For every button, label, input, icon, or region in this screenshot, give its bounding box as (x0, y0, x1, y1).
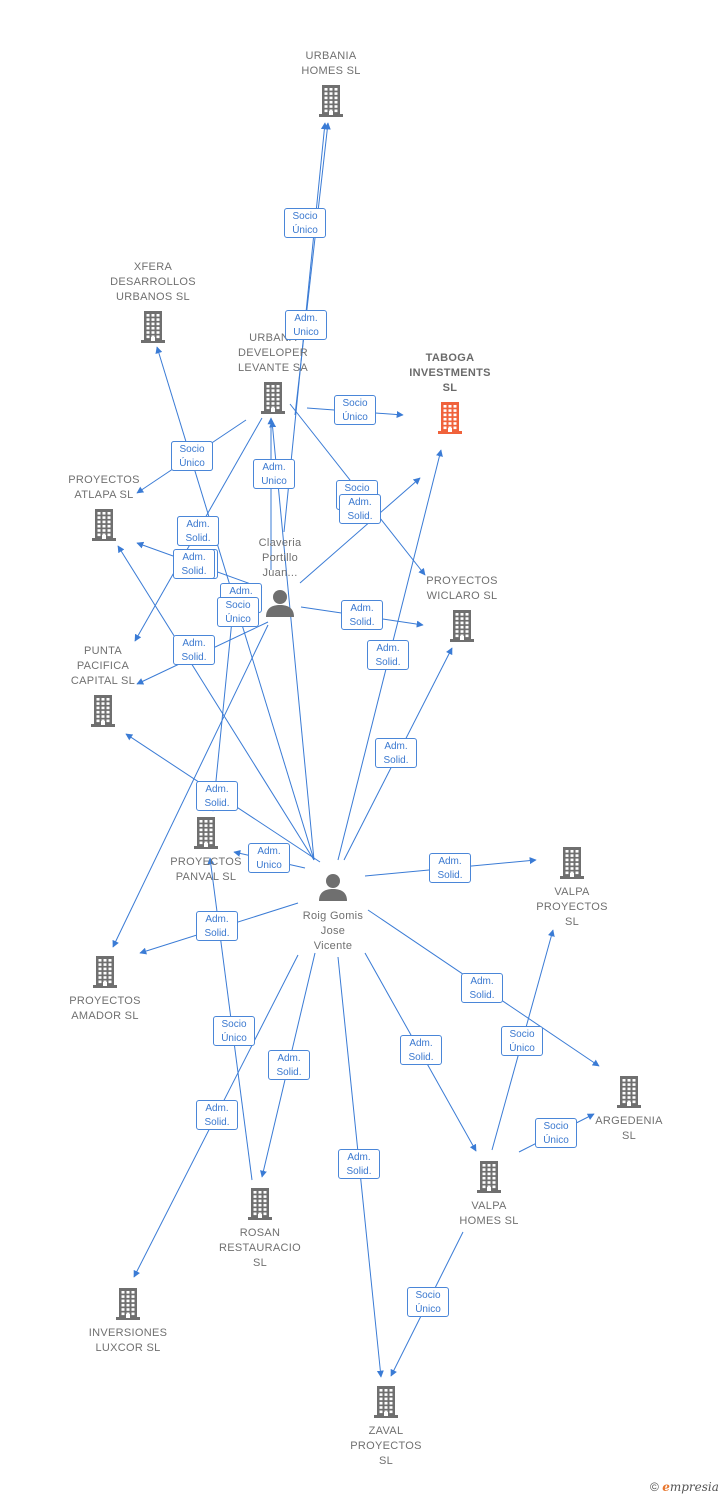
edge-roig-to-atlapa (117, 545, 315, 861)
relation-badge[interactable]: Adm. Solid. (429, 853, 471, 883)
relation-badge[interactable]: Adm. Unico (285, 310, 327, 340)
relation-badge[interactable]: Socio Único (407, 1287, 449, 1317)
node-label[interactable]: XFERA DESARROLLOS URBANOS SL (110, 261, 196, 303)
node-label[interactable]: ZAVAL PROYECTOS SL (350, 1425, 422, 1467)
node-label[interactable]: PROYECTOS AMADOR SL (69, 995, 141, 1022)
building-icon[interactable] (85, 693, 121, 729)
relation-badge[interactable]: Adm. Solid. (375, 738, 417, 768)
relation-badge[interactable]: Adm. Unico (253, 459, 295, 489)
building-icon[interactable] (188, 815, 224, 851)
node-label[interactable]: URBANA DEVELOPER LEVANTE SA (237, 332, 309, 374)
relation-badge[interactable]: Adm. Solid. (196, 781, 238, 811)
edge-roig-to-urbana (269, 420, 315, 861)
relation-badge[interactable]: Adm. Solid. (268, 1050, 310, 1080)
node-label[interactable]: VALPA PROYECTOS SL (536, 886, 608, 928)
building-icon[interactable] (471, 1159, 507, 1195)
node-label[interactable]: PUNTA PACIFICA CAPITAL SL (70, 645, 136, 687)
relation-badge[interactable]: Adm. Solid. (196, 911, 238, 941)
edge-claveria-to-amador (112, 624, 269, 948)
node-label[interactable]: ARGEDENIA SL (595, 1115, 663, 1142)
relation-badge[interactable]: Adm. Solid. (367, 640, 409, 670)
building-icon[interactable] (313, 83, 349, 119)
node-label[interactable]: VALPA HOMES SL (459, 1200, 519, 1227)
relation-badge[interactable]: Adm. Solid. (339, 494, 381, 524)
node-label[interactable]: TABOGA INVESTMENTS SL (409, 352, 491, 394)
relation-badge[interactable]: Adm. Solid. (341, 600, 383, 630)
copyright-icon: © (650, 1480, 659, 1494)
person-icon[interactable] (315, 869, 351, 905)
node-label[interactable]: Claveria Portillo Juan... (258, 537, 302, 579)
node-label[interactable]: INVERSIONES LUXCOR SL (88, 1327, 168, 1354)
relation-badge[interactable]: Adm. Solid. (461, 973, 503, 1003)
relation-badge[interactable]: Adm. Solid. (177, 516, 219, 546)
building-icon[interactable] (554, 845, 590, 881)
building-icon[interactable] (368, 1384, 404, 1420)
node-label[interactable]: PROYECTOS ATLAPA SL (68, 474, 140, 501)
footer-credit: © empresia (650, 1480, 719, 1494)
edge-urbana-to-urbania (294, 122, 331, 416)
relation-badge[interactable]: Socio Único (501, 1026, 543, 1056)
relation-badge[interactable]: Socio Único (171, 441, 213, 471)
building-icon[interactable] (611, 1074, 647, 1110)
node-label[interactable]: Roig Gomis Jose Vicente (302, 910, 364, 952)
building-icon[interactable] (242, 1186, 278, 1222)
building-icon[interactable] (86, 507, 122, 543)
relation-badge[interactable]: Socio Único (213, 1016, 255, 1046)
relation-badge[interactable]: Adm. Solid. (196, 1100, 238, 1130)
relation-badge[interactable]: Adm. Solid. (338, 1149, 380, 1179)
relation-badge[interactable]: Adm. Solid. (400, 1035, 442, 1065)
building-icon[interactable] (87, 954, 123, 990)
edge-claveria-to-taboga (299, 477, 421, 584)
node-label[interactable]: PROYECTOS WICLARO SL (426, 575, 498, 602)
building-icon[interactable] (444, 608, 480, 644)
building-icon[interactable] (110, 1286, 146, 1322)
relation-badge[interactable]: Adm. Unico (248, 843, 290, 873)
edge-claveria-to-panval (210, 619, 233, 812)
relation-badge[interactable]: Socio Único (217, 597, 259, 627)
building-icon[interactable] (432, 400, 468, 436)
node-label[interactable]: URBANIA HOMES SL (301, 50, 361, 77)
relation-badge[interactable]: Socio Único (284, 208, 326, 238)
relation-badge[interactable]: Socio Único (535, 1118, 577, 1148)
relation-badge[interactable]: Socio Único (334, 395, 376, 425)
relation-badge[interactable]: Adm. Solid. (173, 635, 215, 665)
relation-badge[interactable]: Adm. Solid. (173, 549, 215, 579)
building-icon[interactable] (255, 380, 291, 416)
node-label[interactable]: ROSAN RESTAURACIO SL (219, 1227, 301, 1269)
building-icon[interactable] (135, 309, 171, 345)
node-label[interactable]: PROYECTOS PANVAL SL (170, 856, 242, 883)
person-icon[interactable] (262, 585, 298, 621)
empresia-logo[interactable]: empresia (662, 1480, 719, 1494)
